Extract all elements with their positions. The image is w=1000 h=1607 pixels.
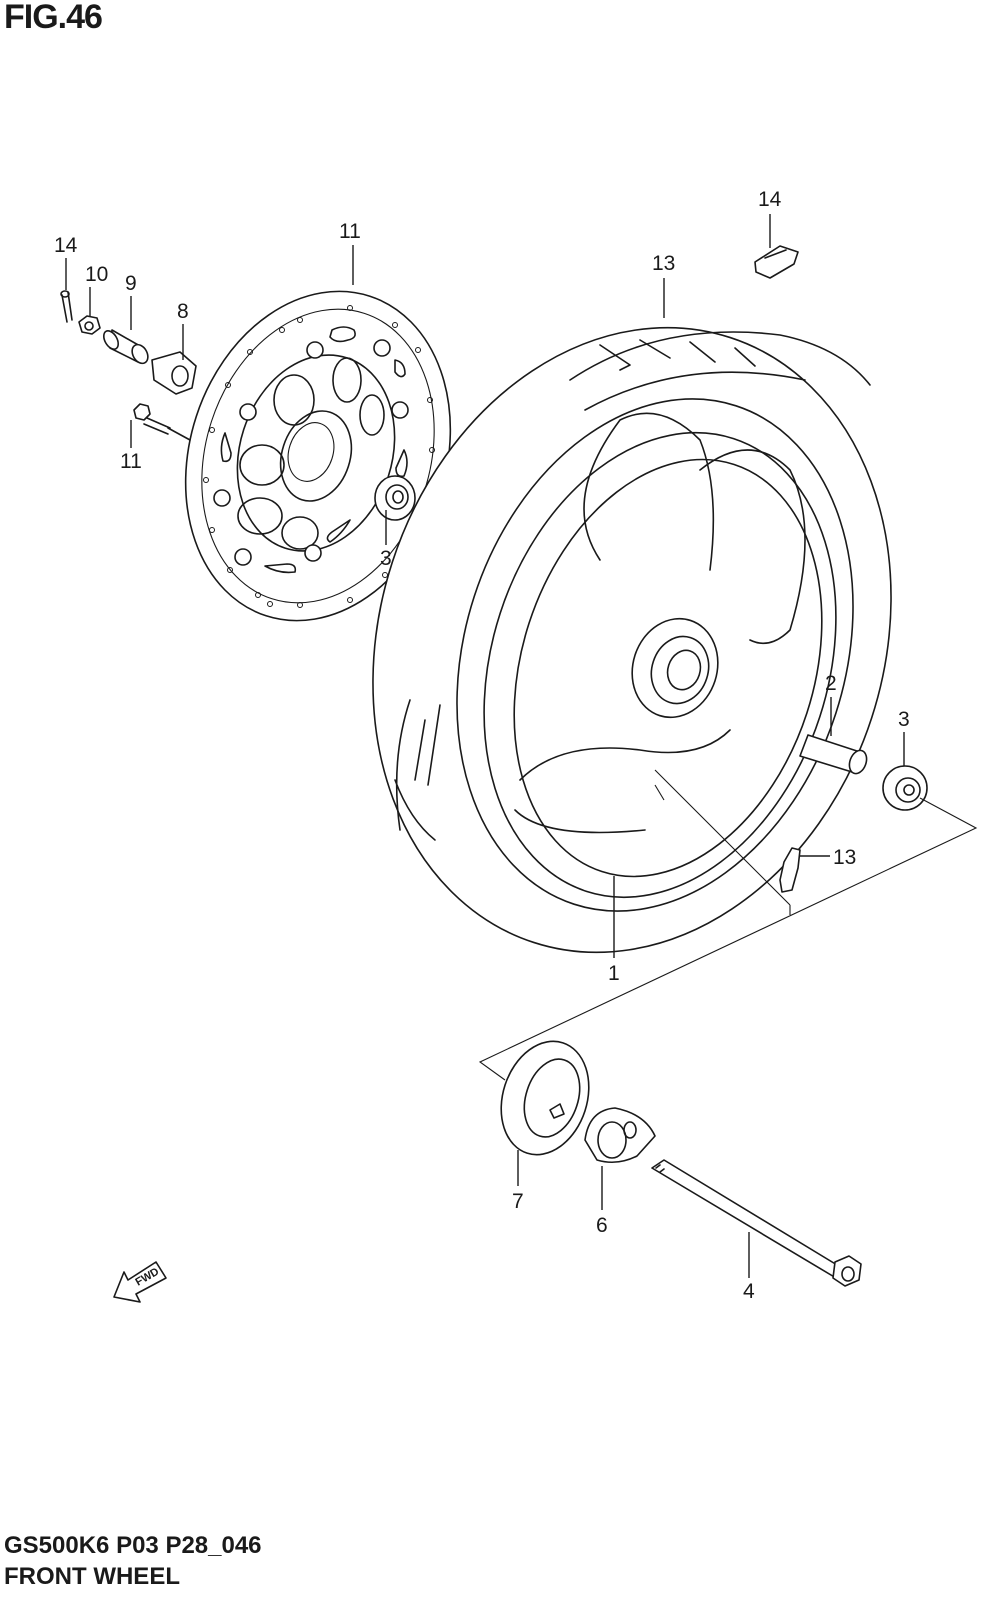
front-tire xyxy=(372,326,892,954)
callout-3-lower: 3 xyxy=(898,708,910,731)
assembly-name: FRONT WHEEL xyxy=(4,1563,180,1590)
callout-13: 13 xyxy=(833,846,856,869)
callout-labels: 14 10 9 8 11 11 3 13 14 2 3 13 1 7 6 4 xyxy=(54,188,910,1303)
wheel-rim xyxy=(483,412,837,899)
callout-15: 14 xyxy=(54,234,78,257)
callout-7: 10 xyxy=(85,263,108,286)
callout-6: 9 xyxy=(125,272,137,295)
callout-10: 11 xyxy=(339,220,361,243)
callout-3-upper: 3 xyxy=(380,547,392,570)
callout-11: 11 xyxy=(120,450,142,473)
figure-title: FIG.46 xyxy=(4,0,103,36)
axle-spacer-tube xyxy=(799,734,868,775)
callout-8: 6 xyxy=(596,1214,608,1237)
assembly-guide-lines xyxy=(478,769,978,1081)
front-axle xyxy=(651,1159,862,1287)
wheel-hub xyxy=(631,617,719,719)
callout-9: 7 xyxy=(512,1190,524,1213)
sensor-rotor xyxy=(500,1040,590,1156)
bearing-upper xyxy=(374,475,416,521)
callout-leaders xyxy=(65,214,905,1278)
callout-14: 14 xyxy=(758,188,782,211)
speedometer-gearbox xyxy=(584,1107,656,1164)
callout-2: 2 xyxy=(825,672,837,695)
hub-spacer xyxy=(151,351,197,395)
spacer-collar xyxy=(102,329,149,365)
forward-arrow-icon: FWD xyxy=(113,1261,167,1303)
axle-nut xyxy=(78,315,101,335)
callout-5: 8 xyxy=(177,300,189,323)
disc-bolt xyxy=(133,403,191,441)
cotter-pin xyxy=(60,290,73,323)
callout-4: 4 xyxy=(743,1280,755,1303)
model-code: GS500K6 P03 P28_046 xyxy=(4,1532,262,1559)
bearing-lower xyxy=(882,765,928,811)
balance-weight xyxy=(754,245,799,279)
callout-1: 1 xyxy=(608,962,620,985)
callout-12: 13 xyxy=(652,252,675,275)
tire-valve xyxy=(779,847,801,893)
